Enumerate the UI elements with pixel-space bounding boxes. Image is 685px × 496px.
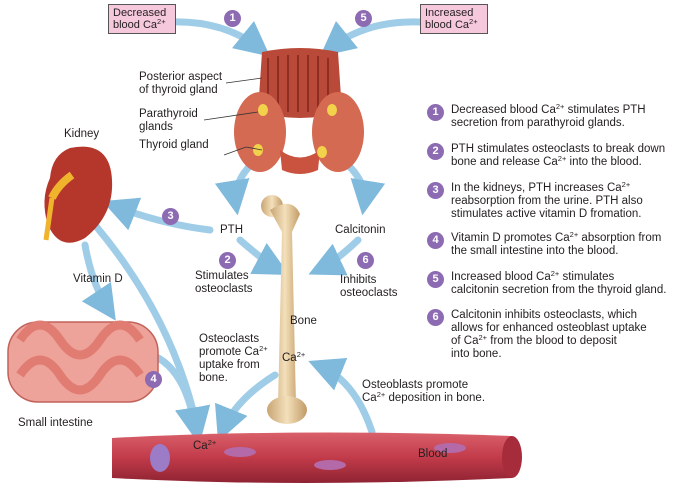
box-line: Decreased xyxy=(113,7,167,19)
label-small-intestine: Small intestine xyxy=(18,417,93,429)
step-badge: 4 xyxy=(145,371,162,388)
arrow-blood-to-bone xyxy=(308,358,376,436)
step-badge: 1 xyxy=(224,10,241,27)
superscript: 2+ xyxy=(157,17,166,26)
label-osteoblasts-promote: Osteoblasts promote Ca2+ deposition in b… xyxy=(362,379,486,404)
superscript: 2+ xyxy=(469,17,478,26)
step-badge: 3 xyxy=(162,208,179,225)
box-line: blood Ca xyxy=(113,19,158,31)
label-kidney: Kidney xyxy=(64,128,100,140)
label-bone-calcium: Ca2+ xyxy=(282,350,306,364)
leader-lines xyxy=(203,77,263,156)
label-vitamin-d: Vitamin D xyxy=(73,273,123,285)
box-line: blood Ca xyxy=(425,19,470,31)
arrow-pth-to-bone xyxy=(236,236,290,275)
decreased-blood-calcium-box: Decreased blood Ca2+ xyxy=(108,4,176,34)
label-blood: Blood xyxy=(418,448,448,460)
arrow-kidney-to-intestine xyxy=(81,241,116,321)
step-number-badge: 6 xyxy=(427,309,444,326)
step-number-badge: 1 xyxy=(427,104,444,121)
parathyroid-gland xyxy=(258,104,268,116)
arrow-calcitonin-to-bone xyxy=(308,236,362,276)
blood-vessel xyxy=(112,432,522,483)
flow-arrows xyxy=(81,18,424,443)
parathyroid-gland xyxy=(317,146,327,158)
label-bone: Bone xyxy=(290,315,317,327)
label-blood-calcium: Ca2+ xyxy=(193,438,217,452)
kidney xyxy=(43,146,113,243)
femur-bone xyxy=(261,195,307,424)
thyroid-gland xyxy=(234,48,364,174)
step-badge: 2 xyxy=(219,252,236,269)
parathyroid-gland xyxy=(253,144,263,156)
label-calcitonin: Calcitonin xyxy=(335,224,386,236)
arrow-increased-to-thyroid xyxy=(319,18,424,57)
parathyroid-gland xyxy=(327,104,337,116)
step-number-badge: 3 xyxy=(427,182,444,199)
increased-blood-calcium-box: Increased blood Ca2+ xyxy=(420,4,488,34)
step-number-badge: 4 xyxy=(427,232,444,249)
label-pth: PTH xyxy=(220,224,243,236)
box-line: Increased xyxy=(425,7,474,19)
small-intestine xyxy=(7,320,159,403)
step-number-badge: 5 xyxy=(427,271,444,288)
arrow-pth-to-kidney xyxy=(102,197,214,234)
step-number-badge: 2 xyxy=(427,143,444,160)
step-badge: 5 xyxy=(355,10,372,27)
step-text: PTH stimulates osteoclasts to break down… xyxy=(451,143,666,168)
arrow-bone-to-blood xyxy=(215,371,279,442)
step-badge: 6 xyxy=(357,252,374,269)
label-osteoclasts-promote: Osteoclasts promote Ca2+ uptake from bon… xyxy=(199,333,268,384)
label-thyroid-gland: Thyroid gland xyxy=(139,139,209,151)
step-text: In the kidneys, PTH increases Ca2+reabso… xyxy=(451,180,643,220)
arrow-decreased-to-thyroid xyxy=(166,18,271,57)
